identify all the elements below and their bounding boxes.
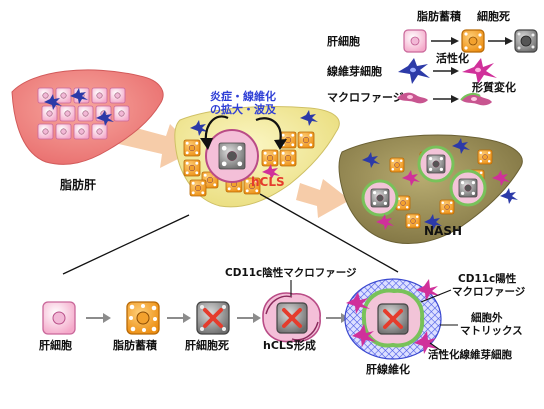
dead-cell	[370, 188, 390, 208]
fibroblast-icon	[376, 214, 394, 230]
hcls-label: hCLS	[251, 175, 285, 189]
fibroblast-icon	[44, 94, 62, 110]
fat-cell	[297, 131, 315, 149]
step-hepatocyte-death	[196, 301, 230, 335]
spread-curved-arrow	[200, 115, 229, 150]
spread-label-line2: の拡大・波及	[210, 102, 277, 116]
legend-dead-hepatocyte-icon	[514, 29, 538, 53]
arrow-icon	[433, 67, 459, 75]
zoom-lines	[62, 193, 399, 275]
legend: 脂肪蓄積 細胞死 肝細胞 線維芽細胞	[327, 9, 538, 106]
fibroblast-icon	[424, 214, 442, 230]
spread-label-line1: 炎症・線維化	[210, 89, 276, 103]
dead-cell	[458, 178, 478, 198]
fibroblast-icon	[452, 138, 470, 154]
pink-cell	[109, 87, 126, 104]
cross-icon	[203, 308, 223, 328]
cross-icon	[383, 309, 403, 329]
fat-cell	[243, 177, 261, 195]
fat-cell	[395, 195, 411, 211]
arrow-icon	[431, 37, 459, 45]
step-liver-fibrosis	[344, 278, 442, 360]
spread-curved-arrow	[255, 117, 287, 150]
legend-hepatocyte-label: 肝細胞	[327, 34, 360, 48]
fibroblast-icon	[96, 110, 114, 126]
fibroblast-icon	[262, 164, 280, 180]
legend-fibroblast-icon	[398, 58, 430, 84]
pink-cell	[91, 123, 108, 140]
ecm-label-line2: マトリックス	[460, 325, 523, 337]
progression-arrow	[296, 179, 350, 218]
pink-cell	[37, 123, 54, 140]
arrow-icon	[237, 313, 261, 323]
pink-cell	[113, 105, 130, 122]
fibroblast-icon	[190, 120, 208, 136]
fat-cell	[183, 159, 201, 177]
fat-cell	[405, 213, 421, 229]
step4-label: hCLS形成	[263, 338, 316, 352]
pink-cell	[37, 87, 54, 104]
legend-fat-hepatocyte-icon	[461, 29, 485, 53]
fat-cell	[279, 149, 297, 167]
cd11c-positive-label-line1: CD11c陽性	[458, 272, 517, 285]
legend-macrophage-label: マクロファージ	[327, 91, 404, 104]
arrow-icon	[433, 95, 459, 103]
fat-cell	[439, 199, 455, 215]
nash-liver	[338, 134, 523, 245]
legend-macrophage-icon	[397, 92, 428, 104]
cross-icon	[282, 308, 302, 328]
pink-cell	[55, 123, 72, 140]
legend-cell-death-header: 細胞死	[477, 9, 510, 23]
pink-cell	[73, 123, 90, 140]
cd11c-negative-label: CD11c陰性マクロファージ	[225, 266, 357, 279]
fibroblast-icon	[70, 88, 88, 104]
arrow-icon	[488, 37, 513, 45]
activated-fibroblast-label: 活性化線維芽細胞	[428, 348, 512, 361]
legend-transformed-macrophage-icon	[460, 92, 492, 106]
dead-cell	[218, 142, 246, 170]
pink-cell	[91, 87, 108, 104]
fibroblast-icon	[300, 110, 318, 126]
step3-label: 肝細胞死	[185, 338, 229, 352]
cd11c-positive-label-line2: マクロファージ	[452, 286, 526, 298]
activated-fibroblast-icon	[346, 279, 440, 354]
fibroblast-icon	[362, 152, 380, 168]
pink-cell	[55, 87, 72, 104]
step-hepatocyte	[42, 301, 76, 335]
arrow-icon	[86, 313, 111, 323]
fat-cell	[189, 179, 207, 197]
fatty-liver	[11, 69, 164, 165]
pink-cell	[77, 105, 94, 122]
fat-cell	[261, 149, 279, 167]
legend-hepatocyte-icon	[403, 29, 427, 53]
nash-label: NASH	[424, 224, 462, 238]
legend-fat-accumulation-header: 脂肪蓄積	[416, 9, 462, 23]
ecm-label-line1: 細胞外	[471, 311, 503, 324]
step2-label: 脂肪蓄積	[112, 338, 158, 352]
fibroblast-icon	[492, 170, 510, 186]
fat-cell	[183, 139, 201, 157]
fat-cell	[477, 149, 493, 165]
legend-activation-label: 活性化	[436, 51, 469, 65]
pink-cell	[41, 105, 58, 122]
fibroblast-icon	[500, 188, 518, 204]
inflamed-liver	[174, 106, 340, 208]
fatty-liver-label: 脂肪肝	[59, 177, 96, 192]
callout-line	[420, 289, 452, 303]
fat-cell	[389, 157, 405, 173]
legend-phenotype-change-label: 形質変化	[472, 80, 516, 94]
arrow-icon	[167, 313, 191, 323]
step1-label: 肝細胞	[39, 338, 72, 352]
pink-cell	[59, 105, 76, 122]
fibroblast-icon	[402, 170, 420, 186]
step-fat-accumulation	[126, 301, 160, 335]
legend-fibroblast-label: 線維芽細胞	[327, 64, 382, 78]
fat-cell	[279, 131, 297, 149]
step-hcls-formation	[262, 292, 321, 343]
callout-line	[429, 342, 441, 351]
step5-label: 肝線維化	[366, 362, 410, 376]
dead-cell	[426, 154, 446, 174]
legend-activated-fibroblast-icon	[462, 58, 497, 84]
